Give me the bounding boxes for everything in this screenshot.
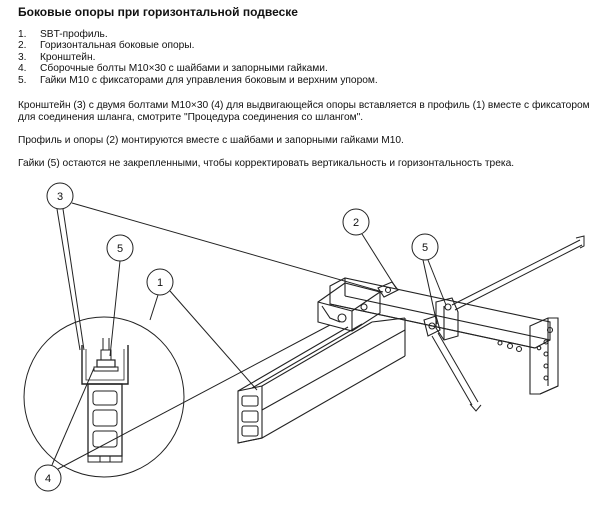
svg-text:2: 2 — [353, 217, 359, 229]
callout-5-right: 5 — [411, 233, 447, 325]
parts-list: 1.SBT-профиль. 2.Горизонтальная боковые … — [18, 29, 378, 86]
list-item: 5.Гайки M10 с фиксаторами для управления… — [18, 74, 378, 86]
callout-3: 3 — [46, 182, 384, 351]
svg-text:3: 3 — [57, 191, 63, 203]
detail-circle — [23, 316, 185, 478]
bracket — [317, 282, 381, 332]
paragraph-nuts: Гайки (5) остаются не закрепленными, что… — [18, 158, 515, 169]
sbt-profile-beam — [237, 317, 406, 444]
guide-rod — [451, 235, 585, 311]
svg-text:4: 4 — [45, 473, 51, 485]
callout-1: 1 — [146, 268, 258, 391]
detail-profile-section — [81, 338, 129, 463]
page-title: Боковые опоры при горизонтальной подвеск… — [18, 5, 298, 19]
paragraph-bracket: Кронштейн (3) с двумя болтами M10×30 (4)… — [18, 100, 590, 123]
side-support-arm — [329, 277, 559, 395]
list-item: 1.SBT-профиль. — [18, 29, 108, 40]
paragraph-profile: Профиль и опоры (2) монтируются вместе с… — [18, 135, 404, 146]
diagonal-strut — [431, 332, 482, 412]
callout-4: 4 — [34, 324, 331, 492]
callout-5-left: 5 — [106, 234, 134, 357]
callout-2: 2 — [342, 208, 397, 289]
list-item: 2.Горизонтальная боковые опоры. — [18, 40, 195, 52]
svg-text:1: 1 — [157, 277, 163, 289]
list-item: 4.Сборочные болты M10×30 с шайбами и зап… — [18, 63, 328, 75]
svg-text:5: 5 — [117, 243, 123, 255]
svg-text:5: 5 — [422, 242, 428, 254]
list-item: 3.Кронштейн. — [18, 51, 96, 63]
clamp-nuts — [377, 281, 459, 341]
